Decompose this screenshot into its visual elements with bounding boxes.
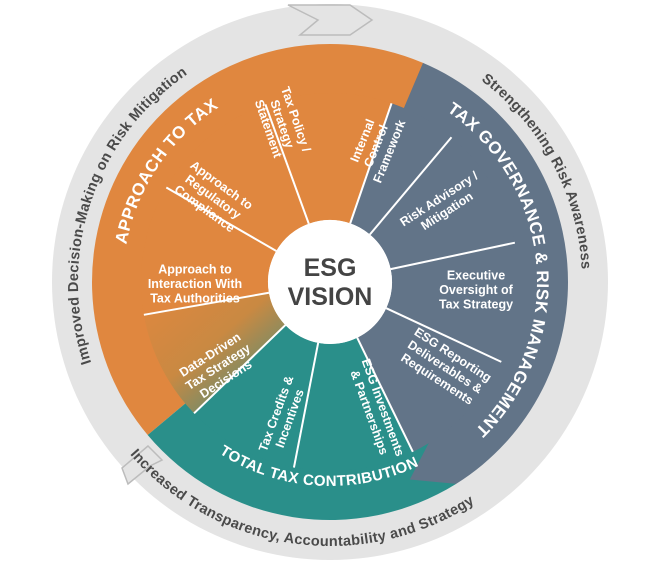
segment-divider bbox=[165, 186, 277, 252]
outer-ring bbox=[52, 3, 608, 560]
segment-label-line: Approach to bbox=[158, 263, 232, 277]
segment-regulatory bbox=[166, 104, 309, 252]
segment-interaction bbox=[140, 187, 277, 315]
segment-oversight bbox=[386, 242, 519, 362]
segment-internal-control bbox=[350, 103, 452, 235]
segment-divider bbox=[385, 307, 502, 363]
segment-credits bbox=[194, 325, 319, 468]
segment-label-line: Tax Authorities bbox=[150, 292, 240, 306]
segment-divider bbox=[369, 136, 453, 236]
segment-data-driven bbox=[143, 292, 286, 414]
segment-investments bbox=[293, 337, 413, 472]
segment-divider bbox=[356, 337, 414, 453]
segment-reporting bbox=[357, 308, 502, 452]
segment-divider bbox=[390, 241, 516, 271]
tax-governance-band bbox=[403, 62, 569, 484]
segment-label-tax-policy: Tax Policy /StrategyStatement bbox=[251, 85, 314, 164]
segment-label-line: Oversight of bbox=[439, 283, 513, 297]
segment-label-line: Interaction With bbox=[148, 277, 242, 291]
outer-ring-arrow-bottom-left bbox=[121, 444, 164, 486]
approach-to-tax-band bbox=[92, 44, 447, 435]
outer-ring-arrow-top bbox=[287, 4, 374, 36]
segment-label-line: Tax Strategy bbox=[439, 298, 513, 312]
segment-divider bbox=[143, 291, 270, 316]
segment-divider bbox=[193, 324, 287, 415]
total-tax-contribution-band bbox=[147, 402, 457, 521]
center-circle bbox=[268, 220, 392, 344]
segment-dividers bbox=[143, 102, 516, 468]
center-title-line1: ESG bbox=[304, 254, 357, 282]
segment-divider bbox=[264, 104, 310, 225]
segment-label-line: Executive bbox=[447, 269, 505, 283]
segment-divider bbox=[349, 102, 393, 224]
segment-divider bbox=[292, 342, 320, 468]
center-title-line2: VISION bbox=[288, 283, 373, 311]
segment-risk-advisory bbox=[369, 137, 515, 270]
